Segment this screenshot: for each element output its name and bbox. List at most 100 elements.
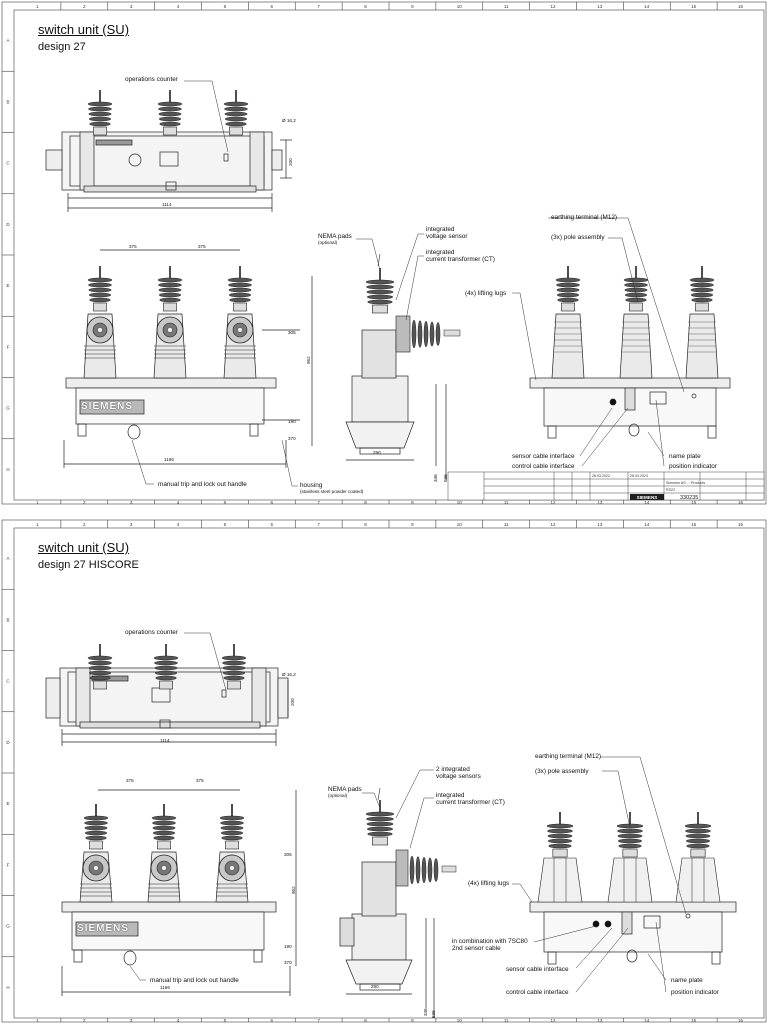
- dim-lower-h2: 370: [284, 960, 292, 965]
- leader-lines: [131, 80, 685, 487]
- grid-number: 3: [130, 4, 133, 9]
- grid-letter: B: [6, 617, 9, 622]
- sheet-frame: 1122334455667788991010111112121313141415…: [1, 519, 767, 1023]
- grid-number: 14: [644, 4, 650, 9]
- grid-number: 8: [364, 500, 367, 505]
- grid-number: 9: [411, 500, 414, 505]
- nema-pads-text: NEMA pads: [328, 786, 362, 793]
- dim-top-width: 1114: [162, 202, 172, 207]
- siemens-logo-front: SIEMENS: [81, 401, 134, 412]
- sheet-subtitle: design 27: [38, 41, 86, 53]
- grid-number: 8: [364, 522, 367, 527]
- front-view: [63, 249, 313, 468]
- side-view: [345, 329, 447, 480]
- leader-lines: [129, 632, 687, 993]
- label-manual-trip: manual trip and lock out handle: [150, 977, 239, 984]
- grid-number: 8: [364, 1018, 367, 1023]
- sheet-frame: 1122334455667788991010111112121313141415…: [1, 1, 767, 505]
- nema-pads-note: (optional): [318, 240, 338, 246]
- dim-pitch-1: 375: [126, 778, 134, 783]
- grid-number: 4: [177, 500, 180, 505]
- label-combination-7sc80: in combination with 7SC80 2nd sensor cab…: [452, 938, 528, 953]
- title-block-cell: 28.03.2024: [630, 474, 648, 478]
- dim-side-width: 290: [373, 450, 381, 455]
- grid-number: 12: [551, 522, 557, 527]
- grid-letter: E: [6, 801, 9, 806]
- grid-number: 5: [224, 522, 227, 527]
- housing-text: housing: [300, 482, 323, 489]
- dim-side-h2: 536: [431, 1010, 436, 1018]
- grid-letter: F: [7, 862, 10, 867]
- grid-number: 12: [551, 1018, 557, 1023]
- sheet-title: switch unit (SU): [38, 540, 130, 555]
- grid-number: 15: [691, 1018, 697, 1023]
- dim-pitch-1: 375: [129, 244, 137, 249]
- grid-number: 5: [224, 500, 227, 505]
- grid-number: 12: [551, 4, 557, 9]
- grid-number: 16: [738, 1018, 744, 1023]
- grid-number: 3: [130, 500, 133, 505]
- grid-number: 7: [317, 1018, 320, 1023]
- rear-view: [529, 377, 731, 439]
- voltage-sensors-line-1: 2 integrated: [436, 766, 470, 773]
- label-pole-assembly: (3x) pole assembly: [535, 768, 589, 775]
- grid-number: 6: [271, 500, 274, 505]
- label-voltage-sensors: 2 integrated voltage sensors: [436, 766, 481, 781]
- grid-number: 9: [411, 4, 414, 9]
- siemens-logo-front: SIEMENS: [77, 923, 130, 934]
- grid-number: 11: [504, 522, 509, 527]
- grid-number: 14: [644, 1018, 650, 1023]
- side-view: [339, 861, 435, 1018]
- grid-number: 1: [36, 1018, 39, 1023]
- label-control-cable: control cable interface: [512, 463, 575, 470]
- label-earthing-terminal: earthing terminal (M12): [551, 214, 618, 221]
- grid-letter: G: [6, 406, 10, 411]
- voltage-sensor-line-2: voltage sensor: [426, 233, 468, 241]
- sheet-subtitle: design 27 HISCORE: [38, 559, 139, 571]
- title-block-brand: SIEMENS: [637, 495, 658, 500]
- top-view: [45, 131, 292, 212]
- grid-letter: B: [6, 99, 9, 104]
- ct-line-2: current transformer (CT): [436, 799, 505, 807]
- housing-note: (stainless steel powder coated): [300, 489, 364, 495]
- grid-number: 15: [691, 522, 697, 527]
- grid-number: 10: [457, 500, 463, 505]
- combination-line-2: 2nd sensor cable: [452, 945, 501, 953]
- grid-number: 4: [177, 522, 180, 527]
- grid-number: 9: [411, 522, 414, 527]
- dim-lower-h1: 190: [288, 419, 296, 424]
- grid-number: 1: [36, 522, 39, 527]
- grid-number: 5: [224, 1018, 227, 1023]
- grid-number: 10: [457, 1018, 463, 1023]
- voltage-sensors-line-2: voltage sensors: [436, 773, 481, 781]
- dim-lower-h1: 190: [284, 944, 292, 949]
- grid-number: 7: [317, 522, 320, 527]
- grid-number: 4: [177, 1018, 180, 1023]
- label-operations-counter: operations counter: [125, 76, 178, 83]
- grid-number: 11: [504, 1018, 509, 1023]
- grid-letter: A: [6, 556, 9, 561]
- ct-line-1: integrated: [426, 249, 455, 256]
- label-manual-trip: manual trip and lock out handle: [158, 481, 247, 488]
- dim-pitch-2: 375: [196, 778, 204, 783]
- label-earthing-terminal: earthing terminal (M12): [535, 753, 602, 760]
- front-view: [61, 789, 297, 996]
- title-block-drawing-number: 330235: [680, 495, 698, 501]
- grid-letter: G: [6, 924, 10, 929]
- grid-number: 2: [83, 1018, 86, 1023]
- grid-number: 9: [411, 1018, 414, 1023]
- rear-view: [529, 901, 737, 965]
- grid-number: 2: [83, 522, 86, 527]
- grid-number: 13: [597, 4, 603, 9]
- label-housing: housing (stainless steel powder coated): [300, 482, 363, 495]
- grid-letter: C: [6, 161, 10, 166]
- grid-number: 14: [644, 522, 650, 527]
- grid-letter: F: [7, 344, 10, 349]
- label-current-transformer: integrated current transformer (CT): [436, 792, 505, 807]
- ct-line-2: current transformer (CT): [426, 256, 495, 264]
- title-block-cell: RS22: [666, 488, 675, 492]
- label-name-plate: name plate: [671, 977, 703, 984]
- dim-front-width: 1166: [160, 985, 170, 990]
